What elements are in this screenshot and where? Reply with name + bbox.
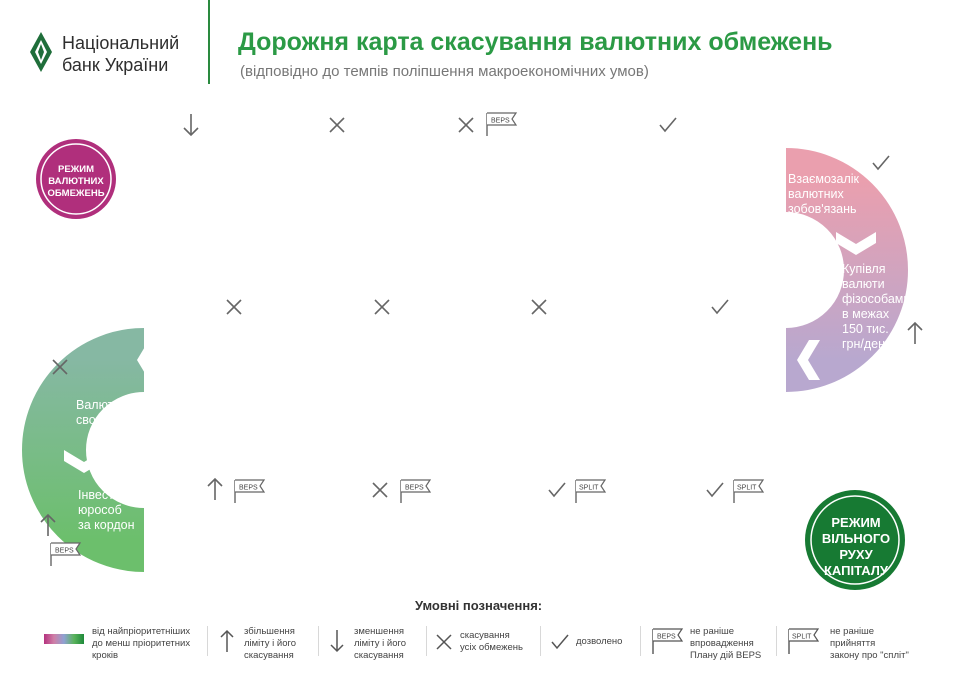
beps-flag-icon: BEPS — [234, 479, 266, 503]
step-label: Купівля валюти фізособами в межах 150 ти… — [842, 262, 911, 351]
cross-icon — [372, 482, 388, 498]
page-subtitle: (відповідно до темпів поліпшення макроек… — [240, 63, 649, 80]
road-curve-left — [22, 328, 146, 572]
road-chevron — [137, 340, 160, 380]
arrow-up-icon — [40, 513, 56, 536]
step-label: Купівля інвалюти за кредитні кошти — [620, 160, 720, 204]
legend-text: збільшення ліміту і його скасування — [244, 626, 297, 661]
legend-title: Умовні позначення: — [415, 598, 543, 613]
beps-flag-icon: BEPS — [486, 112, 518, 136]
road-chevron — [797, 340, 820, 380]
legend-text: не раніше прийняття закону про "спліт" — [830, 626, 909, 661]
step-label: Онлайн-купівля валюти у фінустанов — [693, 523, 784, 567]
step-label: Граничні строки закриття контрактів — [445, 160, 537, 204]
cross-icon — [226, 299, 242, 315]
arrow-up-icon — [207, 477, 223, 500]
road-chevron — [836, 232, 876, 255]
legend-text: від найпріоритетніших до менш пріоритетн… — [92, 626, 191, 661]
step-label: Доступ небанківських фінустанов до валют… — [518, 523, 666, 567]
step-label: Розрахунки за валютними ОВДП у валюті — [185, 342, 272, 386]
step-label: Купівля інвалюти лише під зобов'язання — [335, 342, 435, 386]
svg-text:BEPS: BEPS — [491, 118, 510, 125]
legend-divider — [640, 626, 641, 656]
step-label: Репатріація коштів від продажу облігацій… — [478, 334, 606, 393]
arrow-down-icon — [183, 114, 199, 137]
legend-text: скасування усіх обмежень — [460, 630, 523, 653]
split-flag-icon: SPLIT — [575, 479, 607, 503]
arrow-down-icon — [330, 630, 344, 653]
cross-icon — [531, 299, 547, 315]
logo-text-line1: Національний — [62, 33, 180, 53]
arrow-up-icon — [907, 321, 923, 344]
legend-text: дозволено — [576, 636, 623, 647]
cross-icon — [329, 117, 345, 133]
cross-icon — [458, 117, 474, 133]
road-chevron — [296, 520, 319, 560]
road-curve-right — [784, 148, 908, 392]
svg-text:BEPS: BEPS — [405, 485, 424, 492]
nbu-logo: Національний банк України — [30, 28, 200, 80]
svg-text:BEPS: BEPS — [657, 634, 676, 641]
split-flag-icon: SPLIT — [788, 628, 820, 654]
road-chevron — [64, 450, 104, 473]
svg-text:BEPS: BEPS — [239, 485, 258, 492]
step-label: Валютний своп — [76, 398, 135, 427]
road-chevron — [382, 160, 405, 200]
split-flag-icon: SPLIT — [733, 479, 765, 503]
end-circle — [805, 490, 905, 590]
road-chevron — [609, 340, 632, 380]
check-icon — [551, 634, 569, 650]
step-label: Заборона кредитувати нерезидентів у грив… — [340, 523, 472, 567]
step-label: Взаємозалік валютних зобов'язань — [788, 172, 860, 216]
beps-flag-icon: BEPS — [50, 542, 82, 566]
page-title: Дорожня карта скасування валютних обмеже… — [238, 28, 833, 56]
step-label: Репатріація дивідендів — [305, 167, 373, 196]
check-icon — [872, 155, 890, 171]
logo-text-line2: банк України — [62, 55, 169, 75]
step-label: Інвестиції юрособ за кордон — [78, 488, 135, 532]
road-chevron — [560, 160, 583, 200]
header-divider — [208, 0, 210, 84]
road-chevron — [478, 520, 501, 560]
road-chevron — [283, 340, 306, 380]
nbu-emblem-icon — [30, 32, 52, 72]
road-chevron — [656, 520, 679, 560]
step-label: Обов'язковий продаж валютної виручки — [142, 160, 242, 204]
legend-divider — [207, 626, 208, 656]
end-label: РЕЖИМ ВІЛЬНОГО РУХУ КАПІТАЛУ — [821, 515, 891, 578]
road-chevron — [148, 520, 171, 560]
svg-text:SPLIT: SPLIT — [579, 485, 599, 492]
start-circle-ring — [40, 143, 112, 215]
cross-icon — [374, 299, 390, 315]
road-chevron — [738, 160, 761, 200]
road-chevron — [260, 160, 283, 200]
check-icon — [706, 482, 724, 498]
cross-icon — [436, 634, 452, 650]
arrow-up-icon — [220, 629, 234, 652]
legend-text: не раніше впровадження Плану дій BEPS — [690, 626, 762, 661]
svg-text:SPLIT: SPLIT — [792, 634, 812, 641]
step-label: Інвестиції фізосіб за кордон — [185, 528, 287, 557]
start-label: РЕЖИМ ВАЛЮТНИХ ОБМЕЖЕНЬ — [47, 164, 105, 199]
end-circle-ring — [810, 495, 900, 585]
legend-divider — [776, 626, 777, 656]
check-icon — [711, 299, 729, 315]
legend-divider — [318, 626, 319, 656]
road-chevron — [437, 340, 460, 380]
beps-flag-icon: BEPS — [652, 628, 684, 654]
legend-text: зменшення ліміту і його скасування — [354, 626, 407, 661]
beps-flag-icon: BEPS — [400, 479, 432, 503]
check-icon — [659, 117, 677, 133]
start-circle — [36, 139, 116, 219]
svg-text:SPLIT: SPLIT — [737, 485, 757, 492]
legend-divider — [540, 626, 541, 656]
cross-icon — [52, 359, 68, 375]
step-label: Форварди під будь-які операції — [665, 350, 783, 379]
svg-text:BEPS: BEPS — [55, 548, 74, 555]
check-icon — [548, 482, 566, 498]
priority-gradient-swatch — [44, 634, 84, 644]
legend-divider — [426, 626, 427, 656]
